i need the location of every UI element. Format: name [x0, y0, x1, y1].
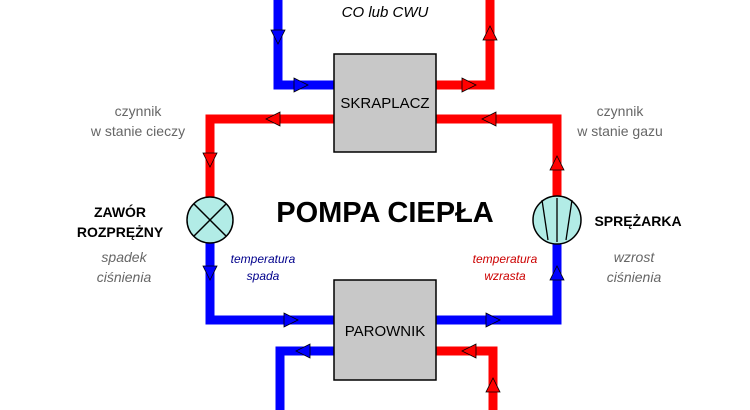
gas-note-line2: w stanie gazu — [576, 123, 663, 139]
pressure-drop-line2: ciśnienia — [97, 269, 152, 285]
pipe-top-left-cold — [273, 0, 334, 90]
compressor-label: SPRĘŻARKA — [594, 213, 681, 229]
liquid-note-line1: czynnik — [115, 103, 163, 119]
evaporator-label: PAROWNIK — [345, 323, 426, 340]
flow-arrow-icon — [265, 111, 281, 127]
pressure-rise-line1: wzrost — [614, 249, 656, 265]
flow-arrow-icon — [202, 265, 218, 281]
pipe-bottom-right-hot — [436, 346, 498, 410]
pipe-bottom-left-cold — [275, 346, 334, 410]
flow-arrow-icon — [461, 77, 477, 93]
evaporator-box — [333, 279, 437, 381]
flow-arrow-icon — [202, 152, 218, 168]
top-label: CO lub CWU — [342, 4, 429, 21]
pipe-top-right-hot — [436, 0, 495, 90]
flow-arrow-icon — [295, 343, 311, 359]
flow-arrow-icon — [293, 77, 309, 93]
temp-rise-line2: wzrasta — [484, 269, 526, 283]
flow-arrow-icon — [283, 312, 299, 328]
flow-arrow-icon — [549, 155, 565, 171]
condenser-label: SKRAPLACZ — [340, 95, 429, 112]
temp-drop-line2: spada — [247, 269, 280, 283]
expansion-valve-label-line1: ZAWÓR — [94, 203, 146, 220]
liquid-note-line2: w stanie cieczy — [90, 123, 185, 139]
pipe-gas-line — [436, 114, 562, 196]
pipe-liquid-line — [205, 114, 334, 197]
gas-note-line1: czynnik — [597, 103, 645, 119]
diagram-title: POMPA CIEPŁA — [276, 197, 494, 229]
flow-arrow-icon — [485, 312, 501, 328]
pressure-drop-line1: spadek — [101, 249, 147, 265]
pressure-rise-line2: ciśnienia — [607, 269, 662, 285]
temp-drop-line1: temperatura — [231, 252, 296, 266]
compressor-icon — [532, 195, 582, 245]
flow-arrow-icon — [549, 265, 565, 281]
flow-arrow-icon — [485, 377, 501, 393]
expansion-valve-label-line2: ROZPRĘŻNY — [77, 224, 164, 240]
flow-arrow-icon — [481, 111, 497, 127]
flow-arrow-icon — [482, 25, 498, 41]
flow-arrow-icon — [270, 29, 286, 45]
flow-arrow-icon — [461, 343, 477, 359]
condenser-box — [333, 53, 437, 153]
temp-rise-line1: temperatura — [473, 252, 538, 266]
expansion-valve-icon — [186, 196, 234, 244]
